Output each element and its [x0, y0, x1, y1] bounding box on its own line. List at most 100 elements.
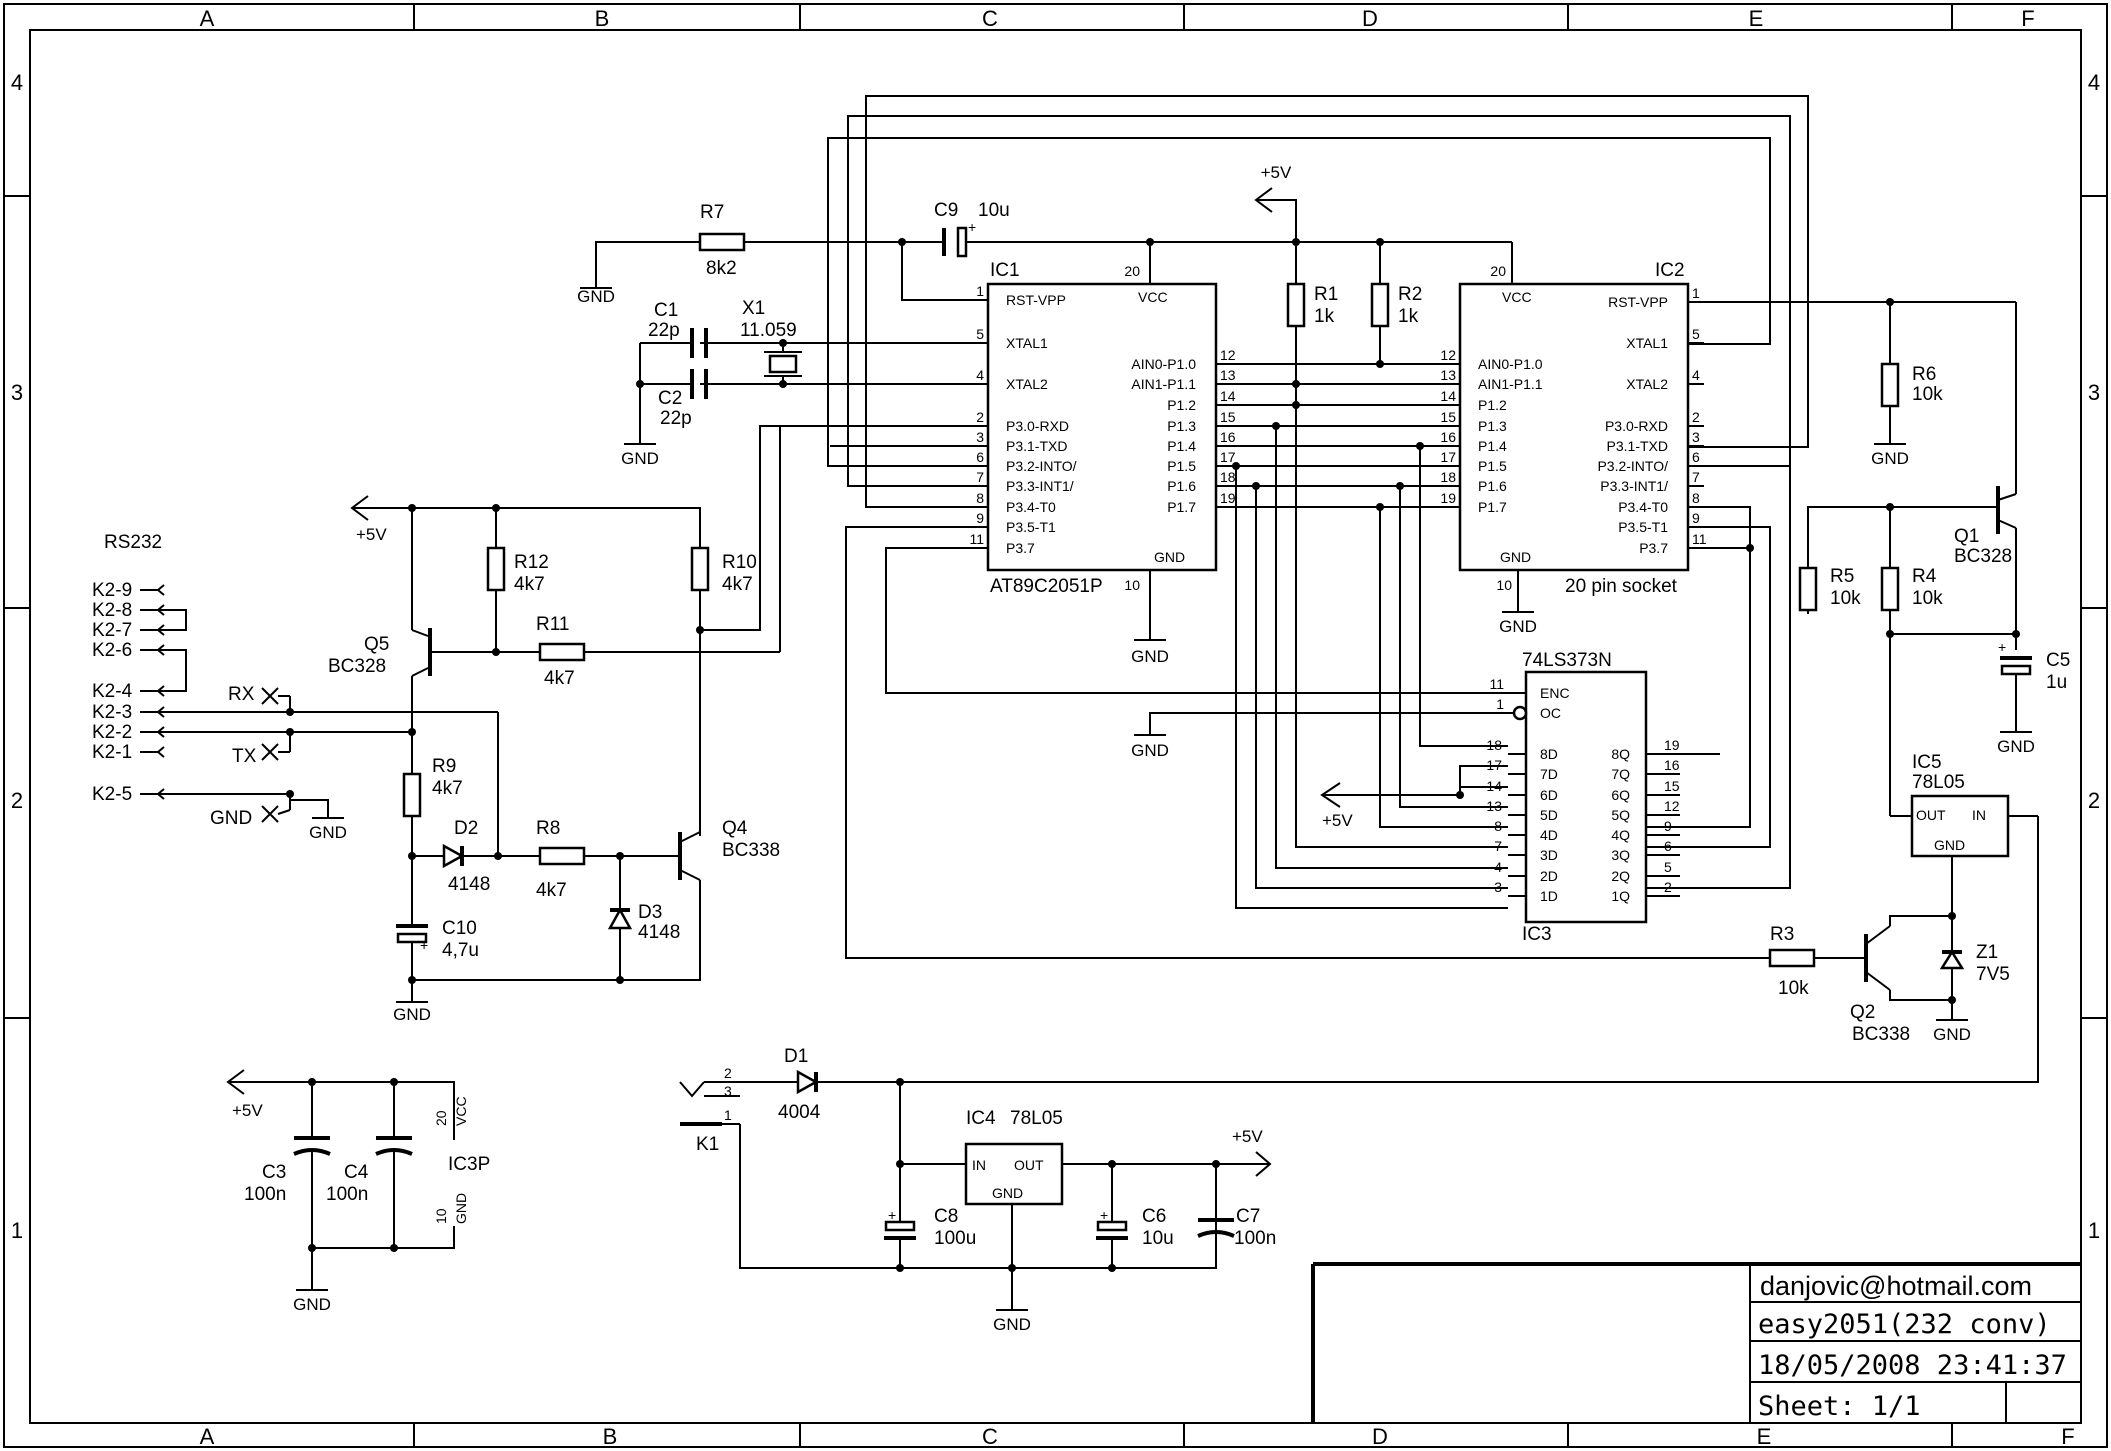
- ic2-pin-13-name: AIN1-P1.1: [1478, 376, 1543, 392]
- title-datetime: 18/05/2008 23:41:37: [1758, 1350, 2067, 1381]
- ic1-pin-17-num: 17: [1220, 449, 1236, 465]
- ic3-pin-2-name: 1Q: [1611, 888, 1630, 904]
- ic2-pin-16-num: 16: [1440, 429, 1456, 445]
- ic4-in: IN: [972, 1157, 986, 1173]
- ic2-pin-7-name: P3.3-INT1/: [1600, 478, 1668, 494]
- c7-val: 100n: [1234, 1228, 1276, 1249]
- r6-gnd-text: GND: [1871, 449, 1909, 468]
- ic1-ref: IC1: [990, 260, 1020, 281]
- ic5-val: 78L05: [1912, 772, 1965, 793]
- q4-ref: Q4: [722, 818, 748, 839]
- grid-col-b-top: B: [595, 6, 610, 31]
- ic3-pin-1-name: OC: [1540, 705, 1561, 721]
- rx-label: RX: [228, 684, 255, 705]
- ic1-pin-2-name: P3.0-RXD: [1006, 418, 1069, 434]
- ic1-pin-7-num: 7: [976, 469, 984, 485]
- c9-val: 10u: [978, 200, 1010, 221]
- r4-val: 10k: [1912, 588, 1943, 609]
- ic2-gnd-label: GND: [1500, 549, 1531, 565]
- ic2-pin-16-name: P1.4: [1478, 438, 1507, 454]
- ic2-gnd-text: GND: [1499, 617, 1537, 636]
- bus-wires: [827, 95, 1809, 909]
- top-5v-label: +5V: [1261, 163, 1292, 182]
- r12-ref: R12: [514, 552, 549, 573]
- r3-val: 10k: [1778, 978, 1809, 999]
- k2-label-0: K2-9: [92, 580, 132, 601]
- r10-ref: R10: [722, 552, 757, 573]
- ic1-pin-14-name: P1.2: [1167, 397, 1196, 413]
- ic5-out: OUT: [1916, 807, 1946, 823]
- k25-gnd-label: GND: [210, 808, 252, 829]
- c10-val: 4,7u: [442, 940, 479, 961]
- ic4-val: 78L05: [1010, 1108, 1063, 1129]
- grid-row-1-left: 1: [11, 1218, 23, 1243]
- ic1-pin-19-num: 19: [1220, 490, 1236, 506]
- ic3-pin-14-name: 6D: [1540, 787, 1558, 803]
- ic1-vcc-pin: 20: [1124, 263, 1140, 279]
- ic3-ref: IC3: [1522, 924, 1552, 945]
- ic2-pin-2-num: 2: [1692, 409, 1700, 425]
- grid-col-e-bottom: E: [1757, 1424, 1772, 1449]
- ic3-pin-16-name: 7Q: [1611, 766, 1630, 782]
- ic2-gnd-symbol: GND: [1499, 611, 1537, 636]
- ic1-pin-14-num: 14: [1220, 388, 1236, 404]
- ic1-pin-18-num: 18: [1220, 469, 1236, 485]
- c3-ref: C3: [262, 1162, 286, 1183]
- q4-val: BC338: [722, 840, 780, 861]
- crystal-network: [624, 328, 970, 445]
- r5-val: 10k: [1830, 588, 1861, 609]
- svg-text:+: +: [1100, 1207, 1108, 1223]
- ic3-pin-6-name: 3Q: [1611, 847, 1630, 863]
- c8-val: 100u: [934, 1228, 976, 1249]
- reset-network: +: [580, 187, 1512, 384]
- ic3p-vcc-pin: 20: [433, 1110, 449, 1126]
- ic1-block: IC1 AT89C2051P 20 VCC GND 10 1RST-VPP5XT…: [969, 242, 1236, 640]
- r8-ref: R8: [536, 818, 560, 839]
- ic2-pin-1-name: RST-VPP: [1608, 294, 1668, 310]
- k1-pin-2: 2: [724, 1065, 732, 1081]
- psu-gnd-text: GND: [993, 1315, 1031, 1334]
- tx-label: TX: [232, 746, 257, 767]
- svg-text:+: +: [968, 219, 976, 235]
- q1-val: BC328: [1954, 546, 2012, 567]
- c1-val: 22p: [648, 320, 680, 341]
- title-project: easy2051(232 conv): [1758, 1309, 2051, 1340]
- title-email: danjovic@hotmail.com: [1760, 1271, 2032, 1301]
- ic2-pin-11-num: 11: [1692, 531, 1707, 547]
- ic1-gnd-symbol: GND: [1131, 639, 1169, 666]
- q5-val: BC328: [328, 656, 386, 677]
- ic3-pin-17-name: 7D: [1540, 766, 1558, 782]
- ic2-vcc-label: VCC: [1502, 289, 1532, 305]
- ic1-pin-4-name: XTAL2: [1006, 376, 1048, 392]
- ic1-pin-13-name: AIN1-P1.1: [1131, 376, 1196, 392]
- z1-val: 7V5: [1976, 964, 2010, 985]
- q2-val: BC338: [1852, 1024, 1910, 1045]
- decoup-gnd-text: GND: [293, 1295, 331, 1314]
- ic2-pin-18-num: 18: [1440, 469, 1456, 485]
- svg-text:+: +: [1998, 639, 2006, 655]
- ic2-pin-4-name: XTAL2: [1626, 376, 1668, 392]
- ic1-pin-5-num: 5: [976, 326, 984, 342]
- ic1-pin-8-name: P3.4-T0: [1006, 499, 1056, 515]
- rst-pullup: [845, 298, 2039, 1083]
- grid-col-e-top: E: [1749, 6, 1764, 31]
- ic3-pin-5-num: 5: [1664, 859, 1672, 875]
- r6-ref: R6: [1912, 364, 1936, 385]
- d3-ref: D3: [638, 902, 662, 923]
- k2-label-8: K2-5: [92, 784, 132, 805]
- grid-col-a-bottom: A: [200, 1424, 215, 1449]
- ic3-pin-9-name: 4Q: [1611, 827, 1630, 843]
- c5-gnd-text: GND: [1997, 737, 2035, 756]
- grid-row-4-right: 4: [2088, 70, 2100, 95]
- ic2-pin-5-name: XTAL1: [1626, 335, 1668, 351]
- grid-row-4-left: 4: [11, 70, 23, 95]
- r12-val: 4k7: [514, 574, 545, 595]
- ic3-pin-15-name: 6Q: [1611, 787, 1630, 803]
- ic2-pin-2-name: P3.0-RXD: [1605, 418, 1668, 434]
- ic2-pin-4-num: 4: [1692, 367, 1700, 383]
- c1-ref: C1: [654, 300, 678, 321]
- ic1-pin-6-num: 6: [976, 449, 984, 465]
- ic3-pin-3-name: 1D: [1540, 888, 1558, 904]
- ic1-pin-11-name: P3.7: [1006, 540, 1035, 556]
- grid-col-c-bottom: C: [982, 1424, 998, 1449]
